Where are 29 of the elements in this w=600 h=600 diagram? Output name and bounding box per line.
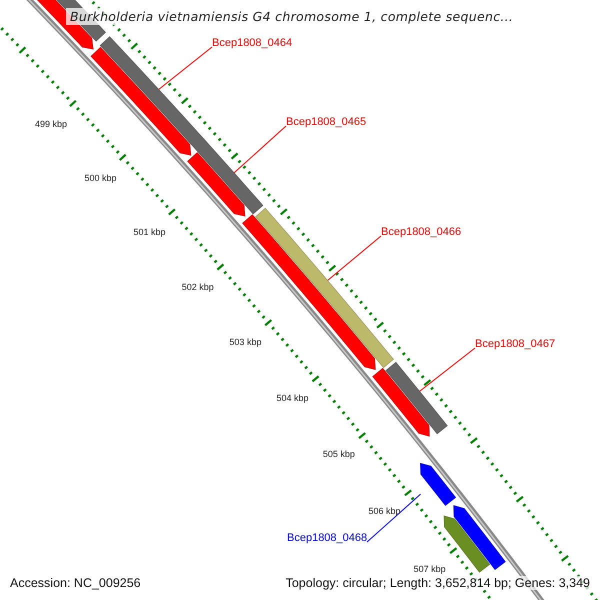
gene-feature (385, 362, 448, 434)
gene-label: Bcep1808_0467 (475, 338, 556, 350)
scale-label: 506 kbp (368, 506, 401, 516)
gene-label: Bcep1808_0468 (287, 532, 368, 544)
scale-label: 505 kbp (322, 449, 355, 460)
scale-label: 501 kbp (133, 226, 166, 237)
gene-label: Bcep1808_0465 (286, 116, 366, 128)
leader-line (158, 46, 212, 90)
accession-text: Accession: NC_009256 (10, 576, 141, 590)
leader-line (233, 126, 286, 174)
scale-label: 500 kbp (84, 172, 117, 183)
scale-label: 502 kbp (182, 282, 214, 292)
gene-label: Bcep1808_0464 (212, 37, 292, 49)
gene-feature (187, 152, 246, 217)
scale-label: 503 kbp (229, 337, 262, 348)
gene-label: Bcep1808_0466 (381, 226, 462, 238)
gene-feature (372, 368, 430, 437)
leader-line (366, 494, 422, 542)
gene-feature (90, 46, 192, 156)
leader-line (418, 348, 476, 392)
gene-feature (420, 462, 456, 506)
genome-info-text: Topology: circular; Length: 3,652,814 bp; Genes: 3,349 (286, 576, 590, 590)
leader-line (326, 236, 382, 282)
gene-feature (444, 516, 490, 573)
scale-label: 504 kbp (276, 393, 308, 403)
scale-label: 507 kbp (414, 564, 446, 574)
gene-feature (453, 505, 506, 570)
scale-label: 499 kbp (34, 118, 67, 129)
gene-feature (242, 214, 376, 370)
